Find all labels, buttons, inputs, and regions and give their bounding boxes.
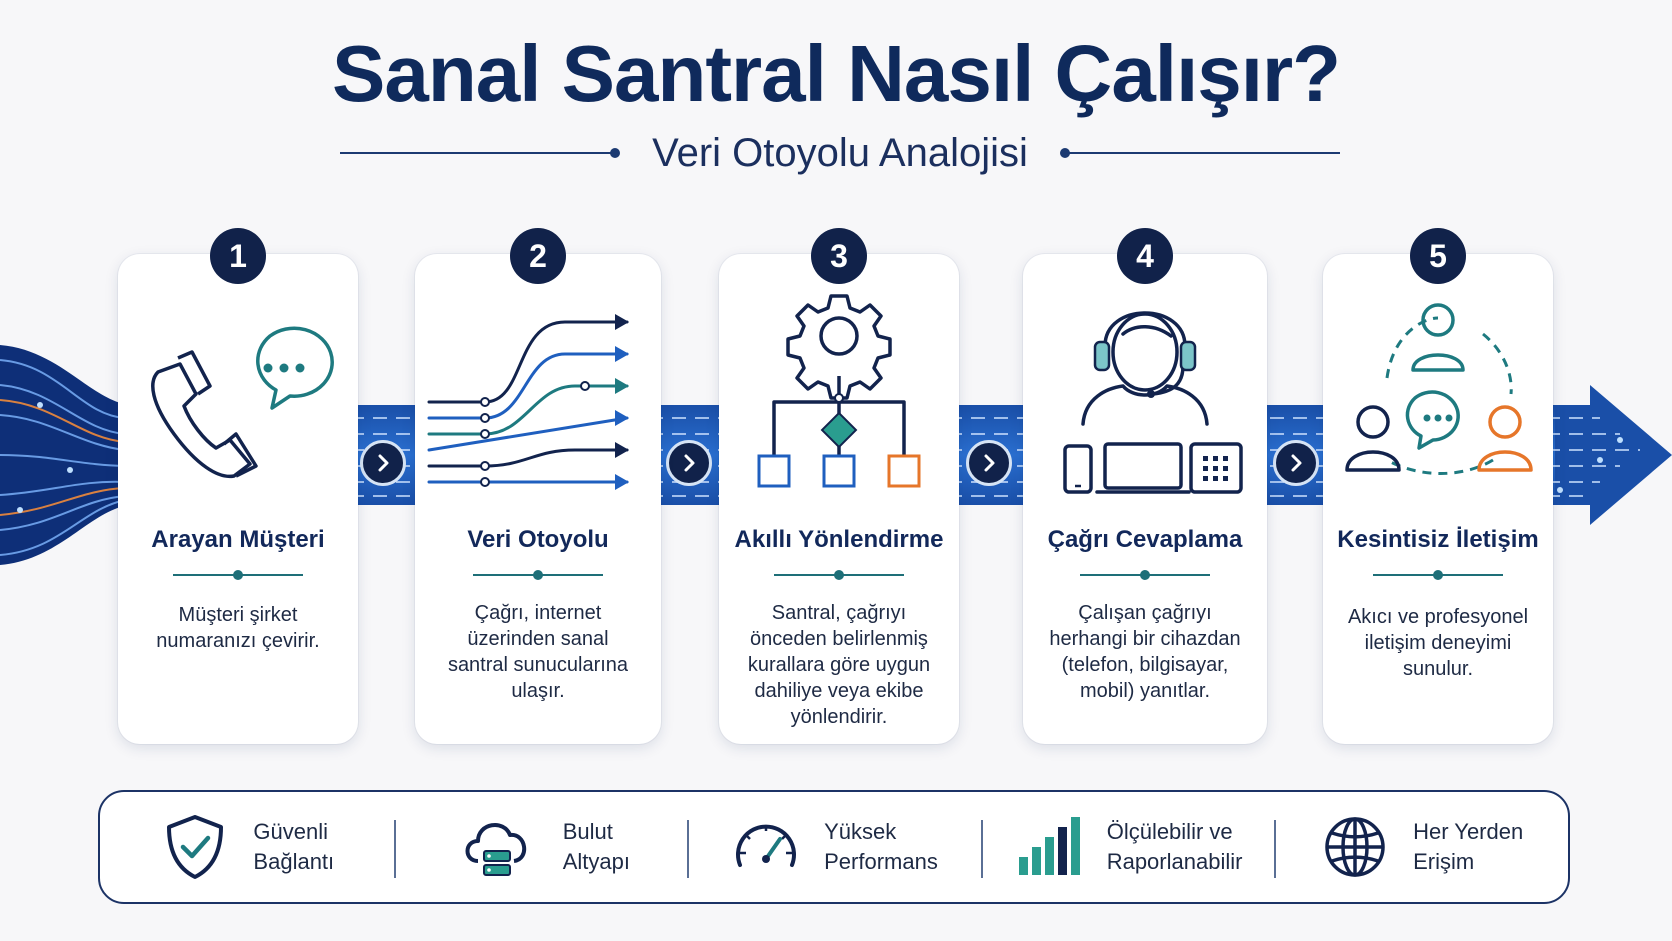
feature-label: Bulut Altyapı	[562, 819, 631, 874]
feature-label: Güvenli Bağlantı	[253, 819, 335, 874]
step-title: Veri Otoyolu	[467, 526, 609, 553]
globe-icon	[1325, 817, 1385, 877]
step-divider	[1373, 570, 1503, 580]
flow-chevron-1	[360, 440, 406, 486]
step-title: Çağrı Cevaplama	[1047, 526, 1243, 553]
step-title: Akıllı Yönlendirme	[734, 526, 944, 553]
chevron-right-icon	[984, 454, 995, 472]
step-number-badge: 3	[811, 228, 867, 284]
gear-routing-icon	[757, 294, 921, 488]
feature-label: Yüksek Performans	[824, 819, 938, 874]
step-title: Arayan Müşteri	[151, 526, 325, 553]
flow-chevron-3	[966, 440, 1012, 486]
step-divider	[1080, 570, 1210, 580]
subtitle-divider-left	[340, 148, 621, 158]
features-bar: Güvenli Bağlantı Bulut Altyapı Yüksek	[98, 790, 1570, 904]
step-divider	[173, 570, 303, 580]
step-card-5: 5 Kesintisiz İletişim Akıcı ve profesyon…	[1323, 228, 1553, 744]
step-card-4: 4 Çağrı Cevaplama Çalışan çağrıyı herhan…	[1023, 228, 1267, 744]
feature-measurable-reportable: Ölçülebilir ve Raporlanabilir	[980, 792, 1275, 902]
chevron-right-icon	[1291, 454, 1302, 472]
step-description: Akıcı ve profesyonel iletişim deneyimi s…	[1347, 606, 1529, 680]
feature-access-anywhere: Her Yerden Erişim	[1274, 792, 1568, 902]
subtitle-row: Veri Otoyolu Analojisi	[340, 128, 1341, 178]
subtitle-divider-right	[1059, 148, 1341, 158]
people-network-icon	[1345, 303, 1533, 475]
speedometer-icon	[736, 824, 797, 867]
data-lanes-icon	[427, 314, 629, 490]
chevron-right-icon	[378, 454, 389, 472]
step-divider	[473, 570, 603, 580]
phone-chat-icon	[151, 326, 334, 479]
feature-label: Ölçülebilir ve Raporlanabilir	[1106, 819, 1243, 874]
step-card-3: 3 Akıllı Yönlendirme Santral, çağrıyı ön…	[719, 228, 959, 744]
feature-secure-connection: Güvenli Bağlantı	[100, 792, 394, 902]
page-title: Sanal Santral Nasıl Çalışır?	[332, 29, 1341, 118]
step-divider	[774, 570, 904, 580]
cloud-server-icon	[465, 823, 526, 876]
feature-high-performance: Yüksek Performans	[687, 792, 981, 902]
step-number-badge: 5	[1410, 228, 1466, 284]
agent-headset-icon	[1063, 311, 1243, 494]
shield-check-icon	[167, 815, 224, 879]
step-number-badge: 1	[210, 228, 266, 284]
step-title: Kesintisiz İletişim	[1337, 526, 1539, 553]
step-card-1: 1 Arayan Müşteri Müşteri şirket numaranı…	[118, 228, 358, 744]
feature-cloud-infrastructure: Bulut Altyapı	[393, 792, 688, 902]
step-description: Müşteri şirket numaranızı çevirir.	[156, 604, 320, 652]
bar-chart-icon	[1018, 817, 1080, 875]
feature-label: Her Yerden Erişim	[1413, 819, 1524, 874]
flow-chevron-2	[666, 440, 712, 486]
page-subtitle: Veri Otoyolu Analojisi	[652, 130, 1028, 175]
step-card-2: 2 Veri Otoyolu Çağrı, internet üzerinden…	[415, 228, 661, 744]
step-number-badge: 4	[1117, 228, 1173, 284]
chevron-right-icon	[684, 454, 695, 472]
step-description: Çalışan çağrıyı herhangi bir cihazdan (t…	[1049, 602, 1241, 702]
step-description: Santral, çağrıyı önceden belirlenmiş kur…	[747, 602, 931, 728]
step-description: Çağrı, internet üzerinden sanal santral …	[447, 602, 629, 702]
step-number-badge: 2	[510, 228, 566, 284]
flow-chevron-4	[1273, 440, 1319, 486]
